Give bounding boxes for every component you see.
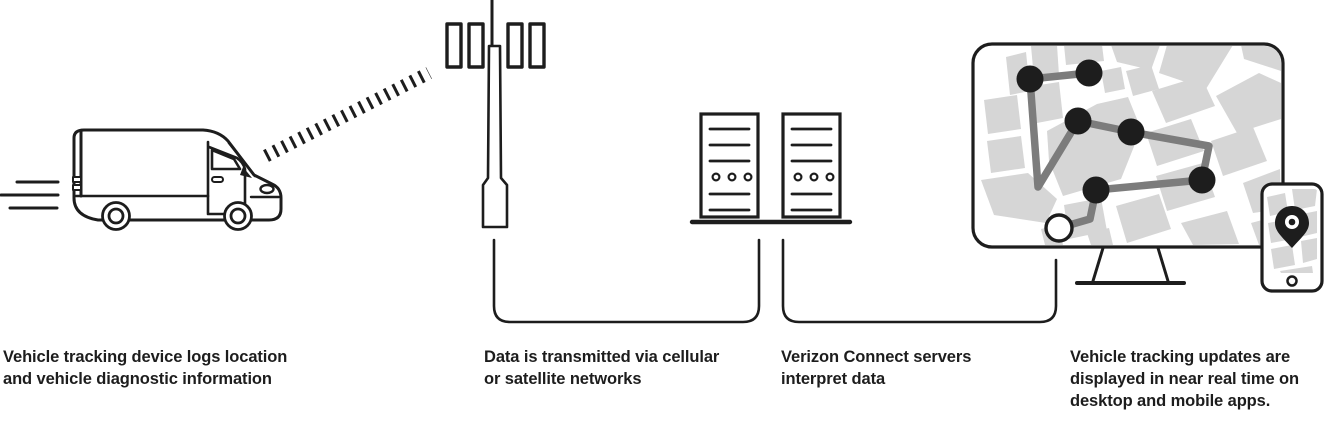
route-stop-dot: [1016, 65, 1044, 93]
map-block: [1033, 82, 1063, 123]
map-block: [1271, 245, 1295, 269]
van-headlight: [259, 183, 275, 195]
map-block: [1280, 266, 1313, 273]
map-block: [1087, 228, 1113, 245]
caption-line: Verizon Connect servers: [781, 348, 972, 366]
motion-lines-icon: [0, 180, 60, 210]
route-line: [1026, 69, 1213, 232]
caption-line: or satellite networks: [484, 369, 642, 388]
van-door-window: [210, 148, 242, 171]
caption-line: desktop and mobile apps.: [1070, 391, 1271, 410]
mobile-phone-icon: [1260, 182, 1324, 293]
caption-line: interpret data: [781, 369, 886, 388]
desktop-monitor-icon: [971, 42, 1285, 285]
map-block: [1152, 76, 1215, 123]
map-block: [1211, 127, 1267, 176]
server-rack: [781, 112, 842, 219]
caption-line: Data is transmitted via cellular: [484, 348, 720, 366]
connector-servers-display: [781, 238, 1058, 324]
location-pin-icon: [1275, 206, 1309, 248]
map-block: [1159, 46, 1233, 89]
server-racks-icon: [689, 112, 853, 225]
caption-vehicle: Vehicle tracking device logs location an…: [3, 347, 287, 391]
tower-mast: [481, 44, 509, 229]
tower-antenna: [506, 22, 524, 69]
map-block: [987, 136, 1025, 173]
delivery-van-icon: [72, 128, 283, 231]
map-block: [1292, 189, 1317, 210]
map-block: [1301, 238, 1317, 263]
caption-line: displayed in near real time on: [1070, 369, 1299, 388]
route-stop-dot: [1075, 59, 1103, 87]
caption-transmission: Data is transmitted via cellular or sate…: [484, 347, 719, 391]
tower-antenna: [528, 22, 546, 69]
route-stop-dot: [1188, 166, 1216, 194]
van-door-handle: [211, 176, 224, 183]
caption-servers: Verizon Connect servers interpret data: [781, 347, 971, 391]
caption-display: Vehicle tracking updates are displayed i…: [1070, 347, 1299, 412]
route-stop-dot: [1082, 176, 1110, 204]
map-block: [1116, 194, 1171, 243]
phone-home-button: [1286, 275, 1298, 287]
connector-tower-servers: [492, 238, 761, 324]
van-rear-stripe: [72, 184, 82, 191]
route-current-position-marker: [1044, 213, 1074, 243]
caption-line: and vehicle diagnostic information: [3, 369, 272, 388]
route-stop-dot: [1064, 107, 1092, 135]
map-block: [1181, 211, 1239, 245]
van-windshield-line: [227, 141, 257, 178]
van-front-wheel: [223, 201, 253, 231]
map-block: [1126, 65, 1159, 96]
route-stop-dot: [1117, 118, 1145, 146]
van-mirror: [240, 167, 252, 178]
map-block: [1064, 46, 1104, 65]
map-block: [984, 95, 1021, 134]
cell-tower-icon: [445, 0, 546, 229]
van-rear-wheel: [101, 201, 131, 231]
caption-line: Vehicle tracking device logs location: [3, 348, 288, 366]
signal-dashes-icon: [263, 67, 432, 162]
route-track: [1016, 59, 1216, 243]
monitor-stand: [1075, 246, 1186, 285]
map-block: [1241, 46, 1281, 71]
caption-line: Vehicle tracking updates are: [1070, 348, 1291, 366]
map-block: [1101, 67, 1125, 93]
map-block: [1216, 73, 1281, 133]
tower-antenna: [467, 22, 485, 69]
server-rack: [699, 112, 760, 219]
map-block: [1111, 46, 1160, 70]
van-rear-stripe: [72, 176, 82, 183]
tower-antenna: [445, 22, 463, 69]
